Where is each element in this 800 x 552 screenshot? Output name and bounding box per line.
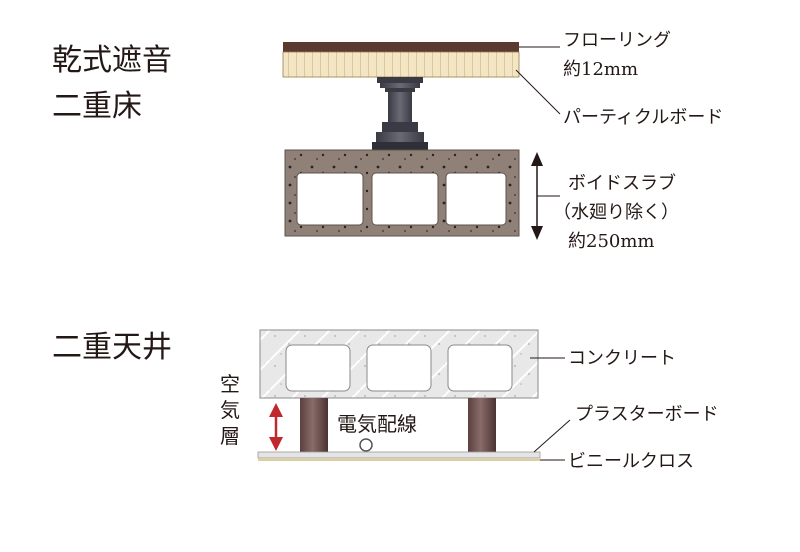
slab-void-1	[296, 172, 364, 226]
label-concrete: コンクリート	[568, 348, 676, 369]
slab-void-2	[371, 172, 439, 226]
air-layer-arrow	[269, 403, 283, 451]
floor-leaders	[515, 46, 561, 115]
ceiling-hanger-left	[300, 398, 328, 452]
particle-board-leader	[515, 69, 561, 115]
floor-pedestal	[372, 77, 428, 150]
label-flooring-thickness: 約12mm	[563, 59, 638, 80]
label-void-slab: ボイドスラブ	[568, 172, 676, 194]
label-void-slab-note: （水廻り除く）	[553, 202, 679, 223]
floor-title-line1: 乾式遮音	[52, 43, 172, 78]
label-plasterboard: プラスターボード	[575, 404, 719, 425]
particle-board-layer	[282, 51, 520, 78]
air-layer-char-3: 層	[220, 424, 240, 448]
electric-wire	[359, 438, 373, 452]
label-void-slab-thickness: 約250mm	[568, 231, 655, 252]
ceiling-title: 二重天井	[52, 330, 172, 365]
plasterboard-layer	[257, 451, 541, 459]
ceiling-leaders	[530, 357, 571, 461]
air-layer-char-1: 空	[220, 372, 240, 396]
concrete-void-2	[366, 344, 432, 392]
void-slab	[284, 149, 520, 237]
concrete-void-3	[447, 344, 513, 392]
air-layer-label: 空 気 層	[220, 372, 240, 448]
plasterboard-leader	[533, 419, 571, 453]
ceiling-hanger-right	[468, 398, 496, 452]
label-flooring: フローリング	[563, 30, 671, 51]
floor-assembly	[282, 42, 520, 237]
slab-thickness-arrow	[531, 152, 560, 240]
label-vinyl-cloth: ビニールクロス	[568, 451, 694, 472]
concrete-slab	[259, 329, 539, 399]
concrete-void-1	[285, 344, 351, 392]
wiring-label: 電気配線	[337, 412, 417, 436]
label-particle-board: パーティクルボード	[563, 107, 723, 128]
ceiling-assembly	[257, 329, 541, 461]
air-layer-char-2: 気	[220, 398, 240, 422]
floor-title-line2: 二重床	[52, 89, 142, 124]
vinyl-cloth-layer	[258, 458, 540, 461]
floor-title: 乾式遮音 二重床	[52, 43, 172, 124]
flooring-layer	[283, 42, 519, 52]
slab-void-3	[445, 172, 507, 226]
